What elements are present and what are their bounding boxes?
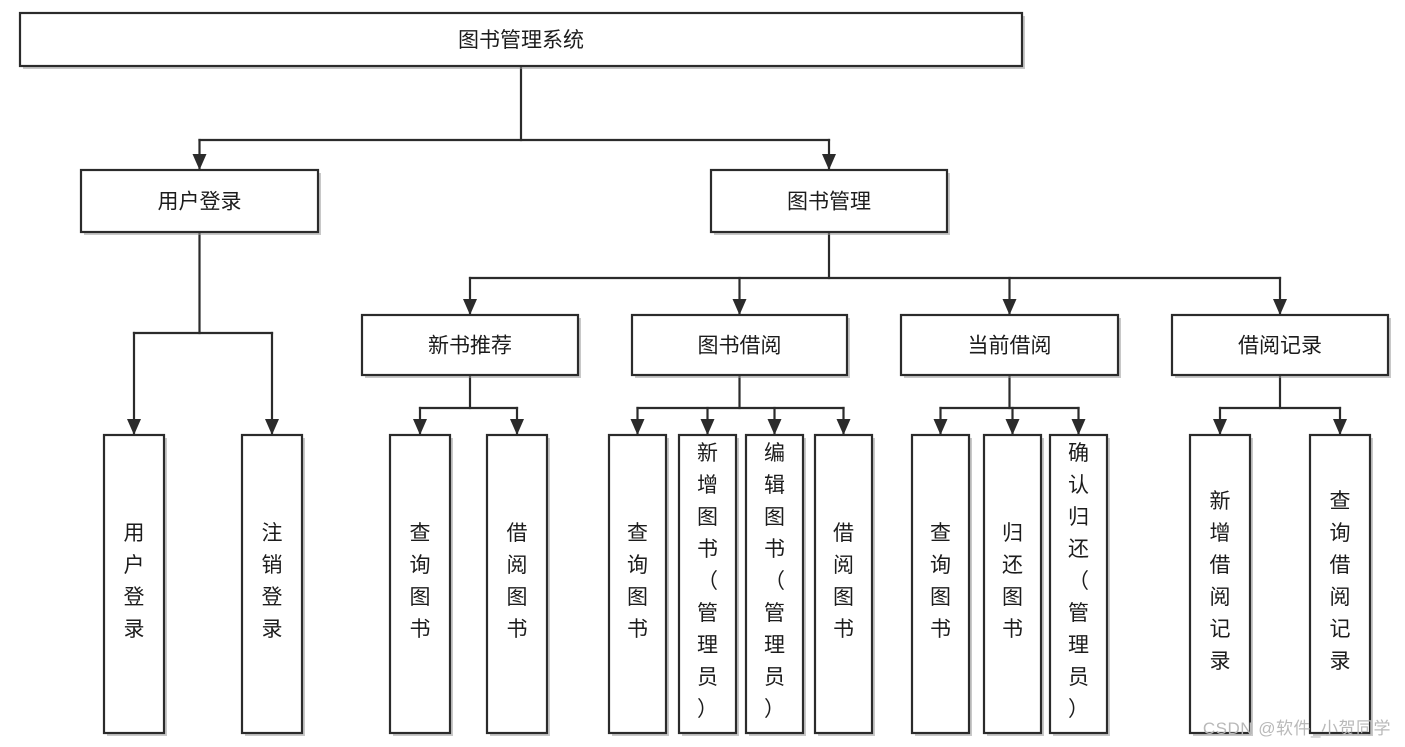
node-rect[interactable]	[630, 313, 849, 377]
node-rect[interactable]	[744, 433, 805, 735]
node-rect[interactable]	[899, 313, 1120, 377]
node-label: 借阅图书	[507, 522, 528, 641]
l3-3-arrow-1	[1333, 419, 1347, 435]
node-label: 查询图书	[627, 522, 648, 641]
node-layer: 图书管理系统用户登录图书管理新书推荐图书借阅当前借阅借阅记录用户登录注销登录查询…	[18, 11, 1391, 736]
l3-1-arrow-2	[767, 419, 782, 435]
node-label: 借阅记录	[1238, 335, 1322, 358]
node-rect[interactable]	[240, 433, 304, 735]
book-mgmt-arrow-0	[463, 299, 477, 315]
book-mgmt-arrow-2	[1002, 299, 1017, 315]
connector-layer	[127, 64, 1347, 437]
node-label: 图书管理	[787, 191, 871, 214]
node-rect[interactable]	[485, 433, 549, 735]
node-leaf-编辑图书管理员-6[interactable]: 编辑图书（管理员）	[744, 433, 806, 736]
node-label: 用户登录	[158, 191, 242, 214]
node-label: 当前借阅	[968, 335, 1052, 358]
l3-2-arrow-0	[933, 419, 948, 435]
node-level2-用户登录-0[interactable]: 用户登录	[79, 168, 321, 235]
node-rect[interactable]	[813, 433, 874, 735]
node-rect[interactable]	[388, 433, 452, 735]
node-level3-图书借阅-1[interactable]: 图书借阅	[630, 313, 850, 378]
node-leaf-查询图书-4[interactable]: 查询图书	[607, 433, 669, 736]
node-level3-当前借阅-2[interactable]: 当前借阅	[899, 313, 1121, 378]
node-leaf-注销登录-1[interactable]: 注销登录	[240, 433, 305, 736]
node-leaf-归还图书-9[interactable]: 归还图书	[982, 433, 1044, 736]
node-label: 图书借阅	[698, 335, 782, 358]
node-leaf-确认归还管理员-10[interactable]: 确认归还（管理员）	[1048, 433, 1110, 736]
node-label: 新书推荐	[428, 335, 512, 358]
book-mgmt-arrow-3	[1273, 299, 1287, 315]
node-label: 查询图书	[410, 522, 431, 641]
node-rect[interactable]	[910, 433, 971, 735]
l3-0-arrow-0	[413, 419, 427, 435]
node-rect[interactable]	[79, 168, 320, 234]
node-root-图书管理系统-0[interactable]: 图书管理系统	[18, 11, 1025, 69]
node-label: 编辑图书（管理员）	[764, 442, 785, 721]
node-label: 图书管理系统	[458, 29, 584, 52]
node-leaf-查询借阅记录-12[interactable]: 查询借阅记录	[1308, 433, 1373, 736]
node-rect[interactable]	[1048, 433, 1109, 735]
csdn-watermark: CSDN @软件_小贺同学	[1202, 719, 1391, 738]
node-leaf-借阅图书-3[interactable]: 借阅图书	[485, 433, 550, 736]
l3-1-arrow-1	[700, 419, 715, 435]
user-login-arrow-1	[265, 419, 279, 435]
node-label: 查询借阅记录	[1330, 490, 1351, 673]
user-login-arrow-0	[127, 419, 141, 435]
node-rect[interactable]	[982, 433, 1043, 735]
node-label: 确认归还（管理员）	[1068, 442, 1089, 721]
l3-2-arrow-2	[1071, 419, 1086, 435]
node-leaf-新增图书管理员-5[interactable]: 新增图书（管理员）	[677, 433, 739, 736]
node-label: 查询图书	[930, 522, 951, 641]
node-label: 借阅图书	[833, 522, 854, 641]
node-leaf-查询图书-2[interactable]: 查询图书	[388, 433, 453, 736]
node-level2-图书管理-1[interactable]: 图书管理	[709, 168, 950, 235]
node-label: 新增借阅记录	[1210, 490, 1231, 673]
node-rect[interactable]	[677, 433, 738, 735]
l3-3-arrow-0	[1213, 419, 1227, 435]
root-arrow-1	[822, 154, 836, 170]
node-rect[interactable]	[607, 433, 668, 735]
node-label: 用户登录	[124, 522, 145, 641]
node-rect[interactable]	[1170, 313, 1390, 377]
root-arrow-0	[192, 154, 207, 170]
node-leaf-查询图书-8[interactable]: 查询图书	[910, 433, 972, 736]
node-rect[interactable]	[1308, 433, 1372, 735]
book-mgmt-arrow-1	[732, 299, 747, 315]
node-leaf-借阅图书-7[interactable]: 借阅图书	[813, 433, 875, 736]
node-rect[interactable]	[102, 433, 166, 735]
node-label: 注销登录	[262, 522, 283, 641]
l3-2-arrow-1	[1005, 419, 1020, 435]
node-label: 归还图书	[1002, 522, 1023, 641]
node-level3-新书推荐-0[interactable]: 新书推荐	[360, 313, 581, 378]
l3-0-arrow-1	[510, 419, 524, 435]
node-rect[interactable]	[18, 11, 1024, 68]
node-rect[interactable]	[709, 168, 949, 234]
node-level3-借阅记录-3[interactable]: 借阅记录	[1170, 313, 1391, 378]
node-rect[interactable]	[1188, 433, 1252, 735]
node-leaf-新增借阅记录-11[interactable]: 新增借阅记录	[1188, 433, 1253, 736]
node-label: 新增图书（管理员）	[697, 442, 718, 721]
node-leaf-用户登录-0[interactable]: 用户登录	[102, 433, 167, 736]
l3-1-arrow-3	[836, 419, 851, 435]
l3-1-arrow-0	[630, 419, 645, 435]
node-rect[interactable]	[360, 313, 580, 377]
